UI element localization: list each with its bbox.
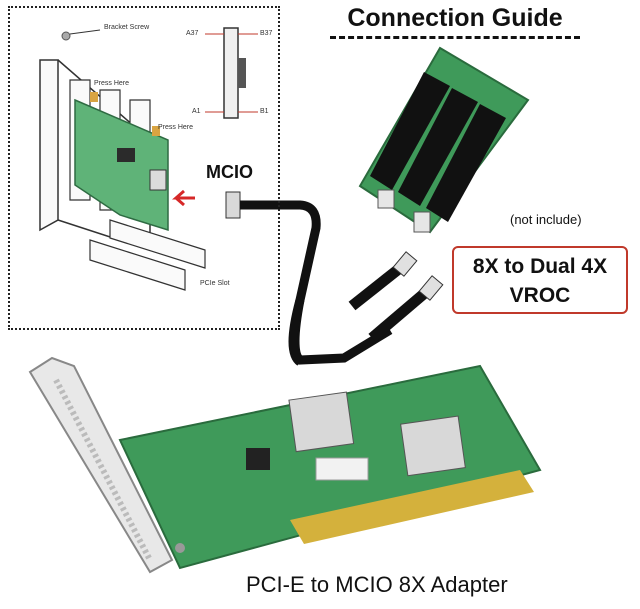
- vroc-callout: 8X to Dual 4X VROC: [452, 246, 628, 314]
- pin-a37-label: A37: [186, 30, 199, 37]
- pin-b1-label: B1: [260, 108, 269, 115]
- product-caption: PCI-E to MCIO 8X Adapter: [246, 572, 508, 597]
- not-include-note: (not include): [510, 212, 582, 227]
- adapter-card: [28, 356, 542, 574]
- pcie-slot-label: PCIe Slot: [200, 280, 230, 287]
- mcio-label: MCIO: [206, 162, 253, 182]
- riser-board: [358, 46, 530, 234]
- vroc-line-1: 8X to Dual 4X: [472, 255, 608, 278]
- page-title: Connection Guide: [347, 4, 563, 32]
- press-here-label-2: Press Here: [158, 124, 194, 131]
- vroc-line-2: VROC: [509, 284, 571, 307]
- pin-a1-label: A1: [192, 108, 201, 115]
- pin-b37-label: B37: [260, 30, 273, 37]
- mcio-cable: [225, 191, 444, 366]
- bracket-screw-label: Bracket Screw: [104, 24, 150, 31]
- press-here-label-1: Press Here: [94, 80, 130, 87]
- diagram-frame: [8, 6, 280, 330]
- installation-diagram: [39, 27, 258, 291]
- title-underline: [330, 36, 580, 39]
